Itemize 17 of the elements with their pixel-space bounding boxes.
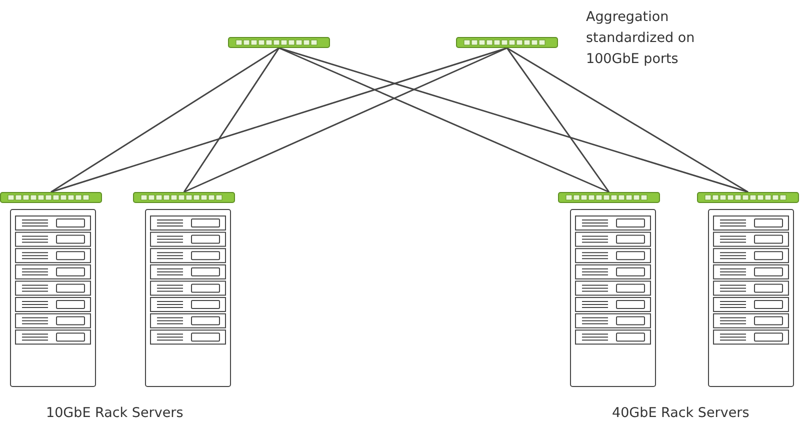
network-switch-icon bbox=[558, 192, 660, 203]
connection-line bbox=[506, 47, 748, 193]
network-switch-icon bbox=[133, 192, 235, 203]
connection-line bbox=[183, 48, 280, 192]
network-switch-icon bbox=[0, 192, 102, 203]
group-caption: 40GbE Rack Servers bbox=[612, 404, 750, 423]
connection-line bbox=[278, 47, 748, 193]
connection-line bbox=[506, 48, 610, 192]
network-switch-icon bbox=[228, 37, 330, 48]
network-switch-icon bbox=[456, 37, 558, 48]
connection-line bbox=[278, 47, 610, 193]
connection-line bbox=[50, 47, 508, 193]
group-caption: 10GbE Rack Servers bbox=[46, 404, 184, 423]
network-switch-icon bbox=[697, 192, 799, 203]
connection-line bbox=[50, 47, 280, 193]
connection-line bbox=[184, 47, 508, 193]
annotation-text: Aggregation standardized on 100GbE ports bbox=[586, 8, 696, 69]
